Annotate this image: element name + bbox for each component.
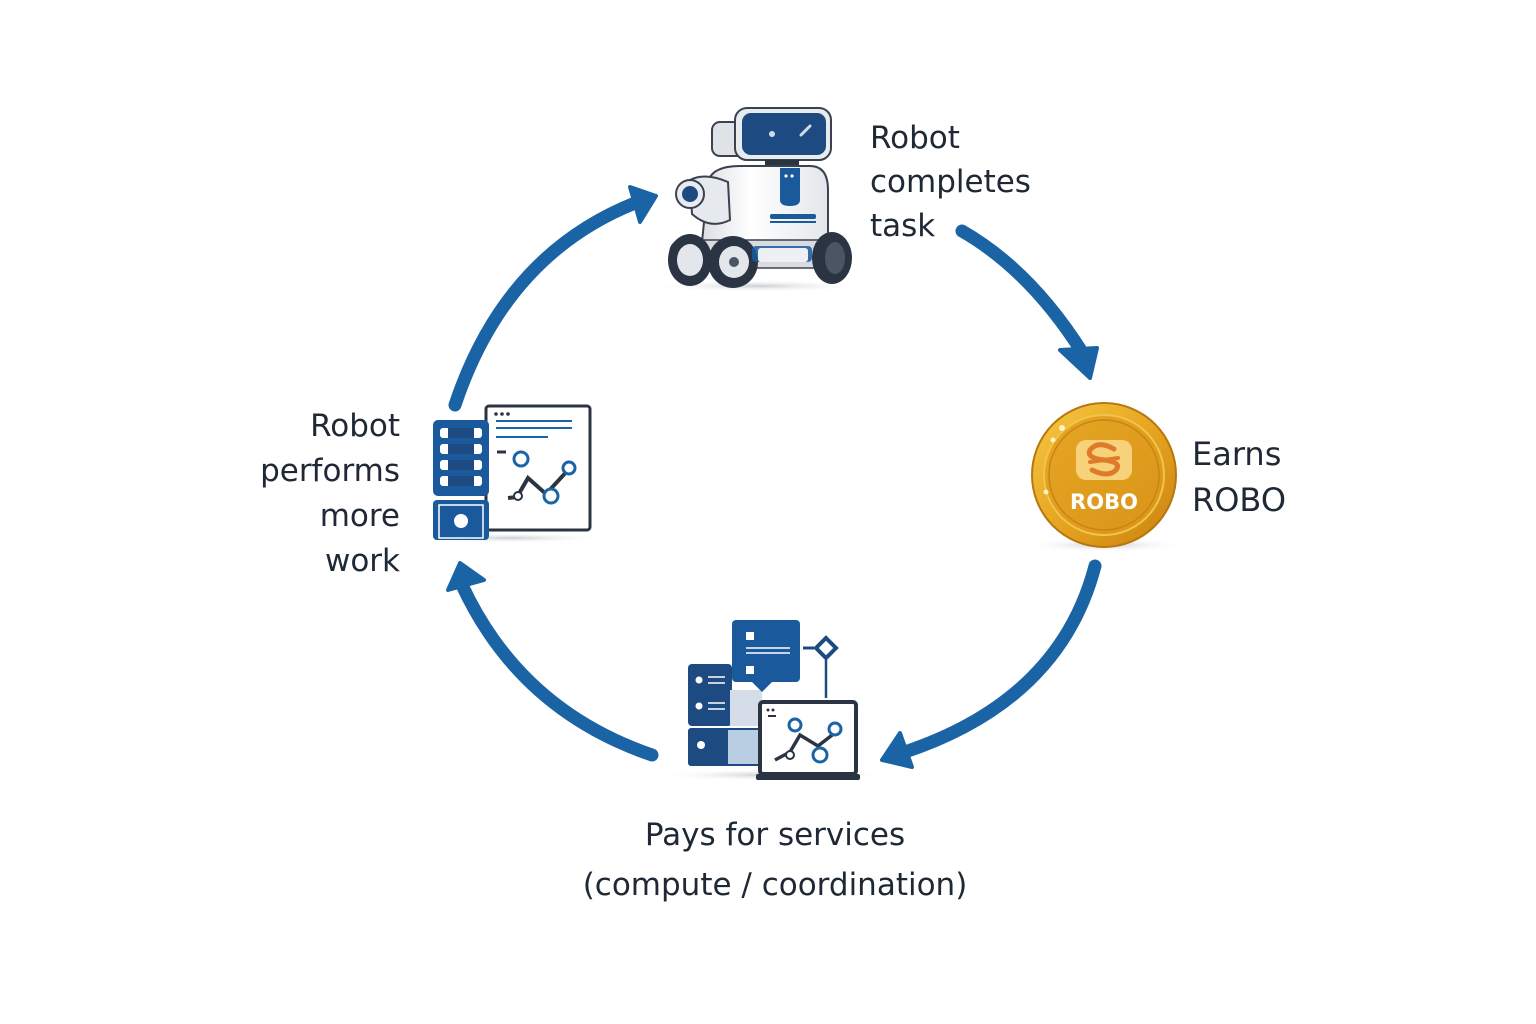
step-label-robot-completes-task: Robot completes task: [870, 116, 1031, 248]
label-line: task: [870, 208, 936, 244]
label-line: completes: [870, 164, 1031, 200]
step-label-robot-performs-more-work: Robot performs more work: [200, 404, 400, 584]
label-line: (compute / coordination): [582, 867, 968, 903]
label-line: Robot: [310, 408, 400, 444]
label-line: Robot: [870, 120, 960, 156]
server-laptop-icon: [652, 620, 888, 781]
coin-label: ROBO: [1070, 490, 1138, 514]
label-line: work: [324, 543, 400, 579]
coin-icon: ROBO: [1025, 402, 1185, 552]
arrow-earn-to-pay: [880, 559, 1102, 769]
label-line: more: [319, 498, 400, 534]
arrow-task-to-earn: [955, 224, 1099, 380]
label-line: Pays for services: [644, 817, 906, 853]
step-label-pays-for-services: Pays for services (compute / coordinatio…: [560, 810, 990, 910]
robot-icon: [648, 107, 868, 292]
step-label-earns-robo: Earns ROBO: [1192, 431, 1286, 523]
label-line: ROBO: [1192, 481, 1286, 519]
server-dashboard-icon: [415, 404, 605, 543]
label-line: Earns: [1192, 435, 1282, 473]
arrow-work-to-task: [448, 185, 658, 412]
arrow-pay-to-work: [446, 561, 659, 762]
label-line: performs: [260, 453, 400, 489]
